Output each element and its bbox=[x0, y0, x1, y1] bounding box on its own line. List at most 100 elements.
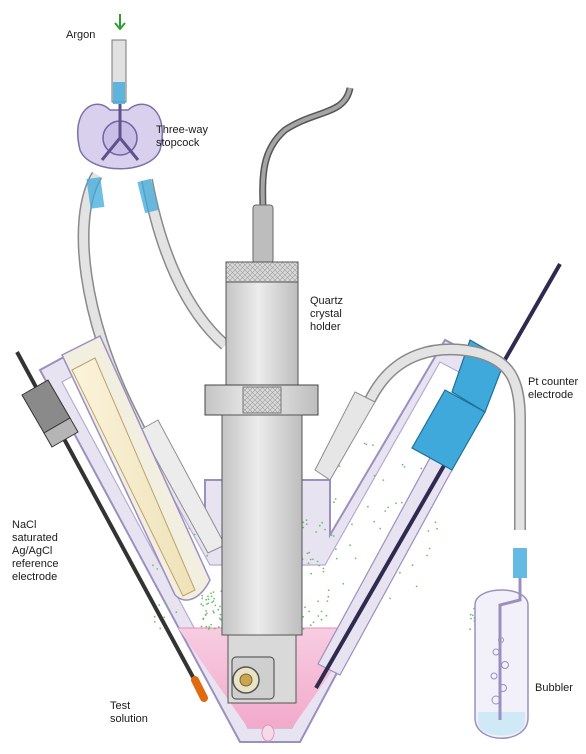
gas-particle bbox=[319, 525, 321, 527]
label-bubbler: Bubbler bbox=[535, 682, 573, 695]
holder-upper-body bbox=[226, 282, 298, 387]
gas-particle bbox=[166, 605, 168, 607]
gas-particle bbox=[416, 586, 418, 588]
gas-particle bbox=[302, 521, 304, 523]
gas-particle bbox=[387, 507, 389, 509]
gas-particle bbox=[470, 618, 472, 620]
gas-particle bbox=[201, 626, 203, 628]
gas-particle bbox=[220, 619, 222, 621]
gas-particle bbox=[208, 628, 210, 630]
gas-particle bbox=[308, 611, 310, 613]
gas-particle bbox=[399, 572, 401, 574]
gas-particle bbox=[214, 628, 216, 630]
gas-particle bbox=[213, 598, 215, 600]
gas-particle bbox=[308, 552, 310, 554]
gas-particle bbox=[214, 605, 216, 607]
gas-particle bbox=[469, 628, 471, 630]
gas-particle bbox=[206, 555, 208, 557]
gas-particle bbox=[211, 602, 213, 604]
gas-particle bbox=[328, 589, 330, 591]
gas-particle bbox=[201, 598, 203, 600]
reference-tip bbox=[195, 680, 204, 698]
gas-particle bbox=[202, 605, 204, 607]
gas-particle bbox=[212, 610, 214, 612]
clamp-knurl bbox=[243, 387, 281, 413]
gas-particle bbox=[207, 603, 209, 605]
gas-particle bbox=[209, 626, 211, 628]
gas-particle bbox=[213, 612, 215, 614]
gas-particle bbox=[210, 624, 212, 626]
gas-particle bbox=[154, 621, 156, 623]
gas-particle bbox=[436, 528, 438, 530]
gas-particle bbox=[156, 568, 158, 570]
gas-particle bbox=[327, 600, 329, 602]
label-quartz-holder: Quartzcrystalholder bbox=[310, 295, 343, 334]
gas-particle bbox=[306, 523, 308, 525]
gas-particle bbox=[313, 621, 315, 623]
label-argon: Argon bbox=[66, 29, 95, 42]
gas-particle bbox=[323, 568, 325, 570]
gas-particle bbox=[306, 519, 308, 521]
gas-particle bbox=[219, 606, 221, 608]
gas-particle bbox=[395, 502, 397, 504]
inlet-connector bbox=[113, 82, 125, 104]
gas-particle bbox=[324, 529, 326, 531]
gas-particle bbox=[426, 555, 428, 557]
gas-particle bbox=[382, 479, 384, 481]
gas-particle bbox=[158, 604, 160, 606]
gas-particle bbox=[302, 527, 304, 529]
gas-particle bbox=[389, 598, 391, 600]
gas-particle bbox=[323, 571, 325, 573]
gas-particle bbox=[378, 451, 380, 453]
gas-particle bbox=[321, 619, 323, 621]
gas-particle bbox=[303, 628, 305, 630]
label-pt-counter: Pt counterelectrode bbox=[528, 376, 578, 402]
gas-particle bbox=[335, 498, 337, 500]
gas-particle bbox=[321, 611, 323, 613]
gas-particle bbox=[220, 614, 222, 616]
gas-particle bbox=[355, 558, 357, 560]
gas-particle bbox=[317, 600, 319, 602]
gas-particle bbox=[315, 531, 317, 533]
gas-particle bbox=[351, 524, 353, 526]
gas-particle bbox=[336, 558, 338, 560]
gas-particle bbox=[159, 628, 161, 630]
gas-particle bbox=[211, 595, 213, 597]
gas-particle bbox=[205, 610, 207, 612]
outlet-connector bbox=[513, 548, 527, 578]
gas-particle bbox=[217, 609, 219, 611]
gas-particle bbox=[331, 534, 333, 536]
gas-particle bbox=[402, 464, 404, 466]
gas-particle bbox=[472, 615, 474, 617]
gas-particle bbox=[333, 501, 335, 503]
gas-particle bbox=[200, 603, 202, 605]
gas-particle bbox=[202, 618, 204, 620]
gas-particle bbox=[404, 466, 406, 468]
gas-particle bbox=[367, 506, 369, 508]
gas-particle bbox=[189, 528, 191, 530]
gas-particle bbox=[384, 510, 386, 512]
gas-particle bbox=[372, 444, 374, 446]
holder-cap-knurled bbox=[226, 262, 298, 282]
cable-boot bbox=[253, 205, 273, 263]
gas-particle bbox=[307, 553, 309, 555]
gas-particle bbox=[304, 606, 306, 608]
gas-particle bbox=[420, 468, 422, 470]
gas-particle bbox=[165, 603, 167, 605]
argon-arrow-icon bbox=[115, 14, 125, 29]
bottom-drop bbox=[262, 725, 274, 741]
gas-particle bbox=[335, 548, 337, 550]
gas-particle bbox=[412, 564, 414, 566]
gas-particle bbox=[163, 616, 165, 618]
gas-particle bbox=[205, 626, 207, 628]
gas-particle bbox=[470, 614, 472, 616]
gas-particle bbox=[154, 616, 156, 618]
gas-particle bbox=[205, 614, 207, 616]
gas-particle bbox=[152, 564, 154, 566]
gas-particle bbox=[342, 583, 344, 585]
gas-particle bbox=[366, 444, 368, 446]
gas-particle bbox=[205, 599, 207, 601]
